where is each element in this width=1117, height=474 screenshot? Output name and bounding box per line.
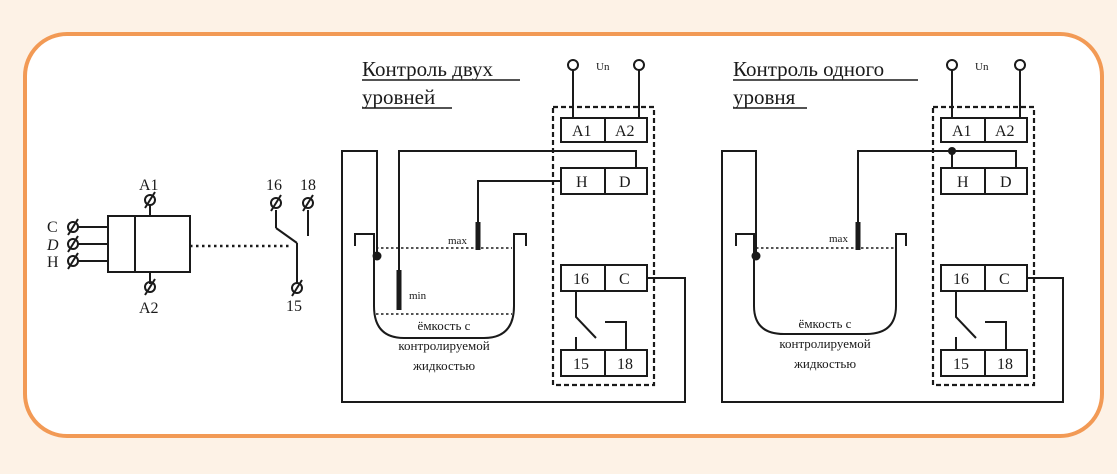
scheme-one-supply: Un xyxy=(975,61,989,73)
scheme-two-probe-max xyxy=(475,222,481,250)
scheme-two-caption-1: ёмкость с xyxy=(418,318,471,333)
scheme-two-max: max xyxy=(448,235,467,247)
scheme-one-18: 18 xyxy=(997,356,1013,373)
scheme-one-common-electrode xyxy=(751,251,761,261)
scheme-two-a2: A2 xyxy=(615,123,635,140)
scheme-two-title-line1: Контроль двух xyxy=(362,57,494,81)
scheme-two-min: min xyxy=(409,290,427,302)
scheme-two-levels: Контроль двух уровней Un A1 A2 H D 16 xyxy=(341,57,686,403)
scheme-one-level: Контроль одного уровня Un A1 A2 H D 16 C… xyxy=(721,57,1064,403)
scheme-one-probe-max xyxy=(855,222,861,250)
scheme-one-16: 16 xyxy=(953,271,969,288)
scheme-two-probe-min xyxy=(396,270,402,310)
label-18: 18 xyxy=(300,177,316,194)
scheme-two-caption-3: жидкостью xyxy=(412,358,475,373)
label-16: 16 xyxy=(266,177,282,194)
scheme-two-caption-2: контролируемой xyxy=(398,338,489,353)
scheme-two-d: D xyxy=(619,174,631,191)
scheme-one-tank xyxy=(735,233,907,335)
scheme-one-caption-2: контролируемой xyxy=(779,336,870,351)
panel-frame xyxy=(23,32,1104,438)
scheme-two-supply: Un xyxy=(596,61,610,73)
scheme-two-a1: A1 xyxy=(572,123,592,140)
relay-symbol xyxy=(77,204,309,284)
scheme-two-16: 16 xyxy=(573,271,589,288)
scheme-one-d: D xyxy=(1000,174,1012,191)
scheme-one-caption-3: жидкостью xyxy=(793,356,856,371)
scheme-one-title-line1: Контроль одного xyxy=(733,57,884,81)
label-a1: A1 xyxy=(139,177,159,194)
scheme-two-c: C xyxy=(619,271,630,288)
scheme-two-common-electrode xyxy=(372,251,382,261)
label-d: D xyxy=(46,237,59,254)
label-15: 15 xyxy=(286,298,302,315)
scheme-two-h: H xyxy=(576,174,588,191)
scheme-two-tank xyxy=(354,233,527,339)
scheme-one-a2: A2 xyxy=(995,123,1015,140)
label-a2: A2 xyxy=(139,300,159,317)
scheme-two-title-line2: уровней xyxy=(362,85,435,109)
label-h: H xyxy=(47,254,59,271)
scheme-two-device xyxy=(551,105,656,387)
label-c: C xyxy=(47,219,58,236)
scheme-one-15: 15 xyxy=(953,356,969,373)
scheme-one-device xyxy=(931,105,1036,387)
scheme-one-max: max xyxy=(829,233,848,245)
scheme-one-caption-1: ёмкость с xyxy=(799,316,852,331)
scheme-one-c: C xyxy=(999,271,1010,288)
scheme-two-18: 18 xyxy=(617,356,633,373)
scheme-two-15: 15 xyxy=(573,356,589,373)
scheme-one-h: H xyxy=(957,174,969,191)
scheme-one-title-line2: уровня xyxy=(733,85,796,109)
scheme-one-a1: A1 xyxy=(952,123,972,140)
